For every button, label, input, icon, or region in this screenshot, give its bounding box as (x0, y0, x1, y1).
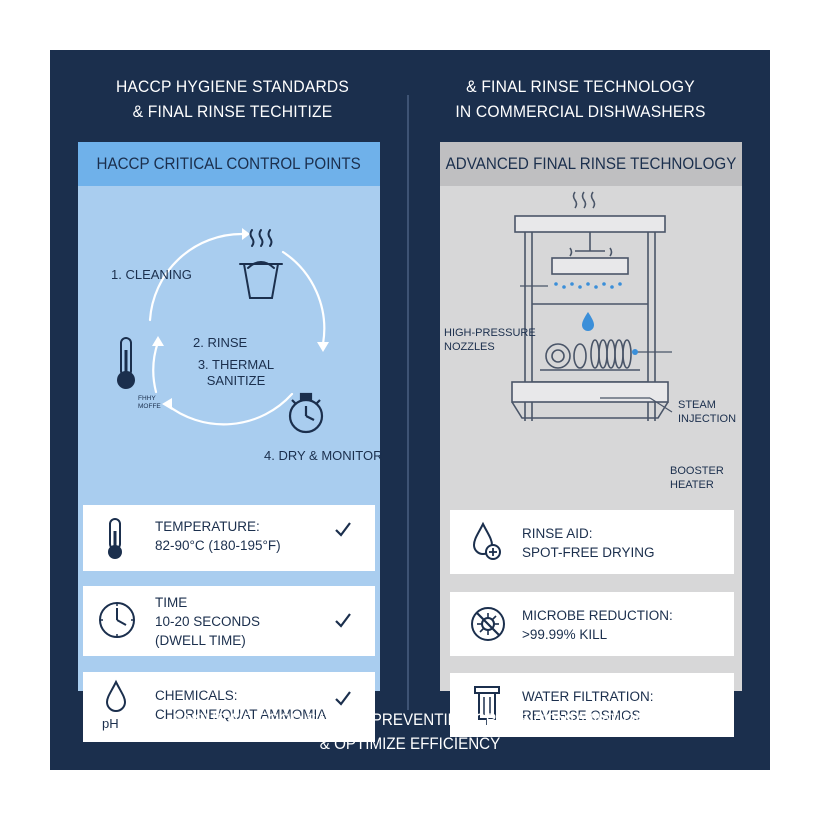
thermometer-caption: FHHY MOFFE (138, 395, 161, 410)
time-card: TIME 10-20 SECONDS (DWELL TIME) (83, 586, 375, 656)
infographic-poster: HACCP HYGIENE STANDARDS & FINAL RINSE TE… (50, 50, 770, 770)
arrowhead-4 (152, 336, 164, 346)
rinse-aid-drop-icon (472, 521, 501, 560)
chemicals-check-icon (333, 688, 353, 713)
stopwatch-icon (288, 392, 324, 434)
rinse-aid-text: RINSE AID: SPOT-FREE DRYING (522, 526, 655, 560)
nozzles-label: HIGH-PRESSURE NOZZLES (444, 327, 536, 353)
microbe-reduction-icon (471, 607, 505, 641)
water-filtration-card: WATER FILTRATION: REVERSE OSMOS (450, 673, 734, 737)
cycle-arrow-inner (152, 340, 160, 394)
right-title-line-2: IN COMMERCIAL DISHWASHERS (455, 102, 706, 121)
arrowhead-2 (317, 342, 329, 352)
bucket-icon (239, 229, 283, 299)
final-rinse-panel-header: ADVANCED FINAL RINSE TECHNOLOGY (440, 142, 742, 186)
water-filter-icon (474, 686, 500, 725)
microbe-reduction-card: MICROBE REDUCTION: >99.99% KILL (450, 592, 734, 656)
step-dry-monitor-label: 4. DRY & MONITOR (264, 448, 383, 463)
chemicals-text: CHEMICALS: CHORINE/QUAT AMMOMIA (155, 688, 327, 722)
water-drop-icon (582, 312, 594, 331)
spray-droplets (554, 282, 622, 289)
booster-heater-label: BOOSTER HEATER (670, 465, 724, 491)
cycle-thermometer-icon (117, 337, 135, 389)
step-cleaning-label: 1. CLEANING (111, 267, 192, 282)
clock-icon (99, 602, 135, 638)
temperature-card: TEMPERATURE: 82-90°C (180-195°F) (83, 505, 375, 571)
final-rinse-panel: ADVANCED FINAL RINSE TECHNOLOGY (440, 142, 742, 737)
temperature-text: TEMPERATURE: 82-90°C (180-195°F) (155, 519, 281, 553)
left-column-title: HACCP HYGIENE STANDARDS & FINAL RINSE TE… (92, 74, 373, 124)
right-column-title: & FINAL RINSE TECHNOLOGY IN COMMERCIAL D… (440, 74, 721, 124)
step-rinse-label: 2. RINSE (193, 335, 248, 350)
cycle-arrow-top (148, 232, 244, 322)
haccp-panel: HACCP CRITICAL CONTROL POINTS (78, 142, 383, 742)
chemicals-card: pH CHEMICALS: CHORINE/QUAT AMMOMIA (83, 672, 375, 742)
rinse-aid-card: RINSE AID: SPOT-FREE DRYING (450, 510, 734, 574)
ph-label: pH (102, 716, 119, 731)
dish-rack (540, 339, 640, 371)
column-divider (407, 95, 409, 710)
cycle-arrow-bottom (164, 392, 294, 426)
microbe-reduction-text: MICROBE REDUCTION: >99.99% KILL (522, 608, 673, 642)
temperature-check-icon (333, 519, 353, 544)
footer-tagline: ENSURING FOOD SAFETY, PREVENTING CROSS-C… (173, 711, 647, 753)
steam-injection-label: STEAM INJECTION (678, 399, 737, 425)
arrowhead-1 (242, 228, 250, 240)
time-text: TIME 10-20 SECONDS (DWELL TIME) (155, 595, 261, 648)
thermometer-icon (108, 518, 122, 559)
arrowhead-3 (162, 398, 172, 410)
cycle-arrow-right (281, 250, 326, 346)
time-check-icon (333, 610, 353, 635)
dishwasher-diagram (511, 191, 673, 421)
right-title-line-1: & FINAL RINSE TECHNOLOGY (466, 77, 695, 96)
water-filtration-text: WATER FILTRATION: REVERSE OSMOS (522, 689, 654, 723)
haccp-panel-header: HACCP CRITICAL CONTROL POINTS (78, 142, 380, 186)
haccp-cycle-diagram (117, 228, 329, 434)
chemical-drop-icon (105, 679, 127, 712)
left-title-line-1: HACCP HYGIENE STANDARDS (115, 77, 350, 96)
step-thermal-sanitize-label: 3. THERMAL SANITIZE (197, 357, 275, 388)
left-title-line-2: & FINAL RINSE TECHITIZE (132, 102, 333, 121)
